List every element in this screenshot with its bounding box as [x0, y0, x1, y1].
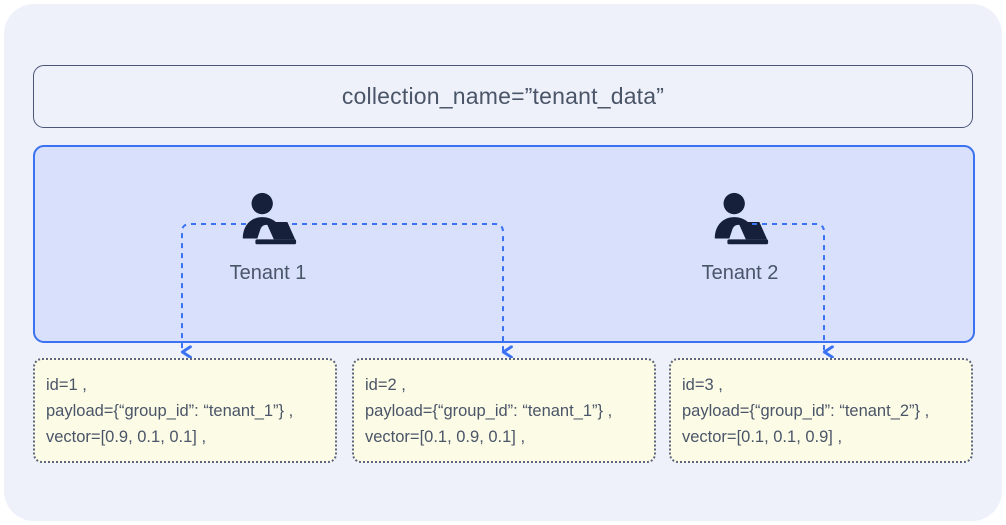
tenant-panel: [33, 145, 975, 343]
record-box-2: id=2 , payload={“group_id”: “tenant_1”} …: [352, 358, 656, 463]
record-line-id: id=2 ,: [365, 376, 406, 394]
record-line-payload: payload={“group_id”: “tenant_1”} ,: [46, 402, 294, 420]
tenant-group-1: Tenant 1: [188, 190, 348, 285]
record-line-vector: vector=[0.1, 0.1, 0.9] ,: [682, 428, 843, 446]
tenant-group-2: Tenant 2: [660, 190, 820, 285]
collection-name-label: collection_name=”tenant_data”: [341, 83, 665, 109]
record-line-payload: payload={“group_id”: “tenant_2”} ,: [682, 402, 930, 420]
record-line-vector: vector=[0.9, 0.1, 0.1] ,: [46, 428, 207, 446]
tenant-label-1: Tenant 1: [229, 262, 307, 284]
record-line-id: id=3 ,: [682, 376, 723, 394]
collection-name-box: collection_name=”tenant_data”: [33, 65, 973, 128]
record-line-vector: vector=[0.1, 0.9, 0.1] ,: [365, 428, 526, 446]
record-line-id: id=1 ,: [46, 376, 87, 394]
person-at-laptop-icon: [714, 192, 769, 245]
record-box-3: id=3 , payload={“group_id”: “tenant_2”} …: [669, 358, 973, 463]
record-line-payload: payload={“group_id”: “tenant_1”} ,: [365, 402, 613, 420]
tenant-label-2: Tenant 2: [701, 262, 779, 284]
record-box-1: id=1 , payload={“group_id”: “tenant_1”} …: [33, 358, 337, 463]
person-at-laptop-icon: [242, 192, 297, 245]
